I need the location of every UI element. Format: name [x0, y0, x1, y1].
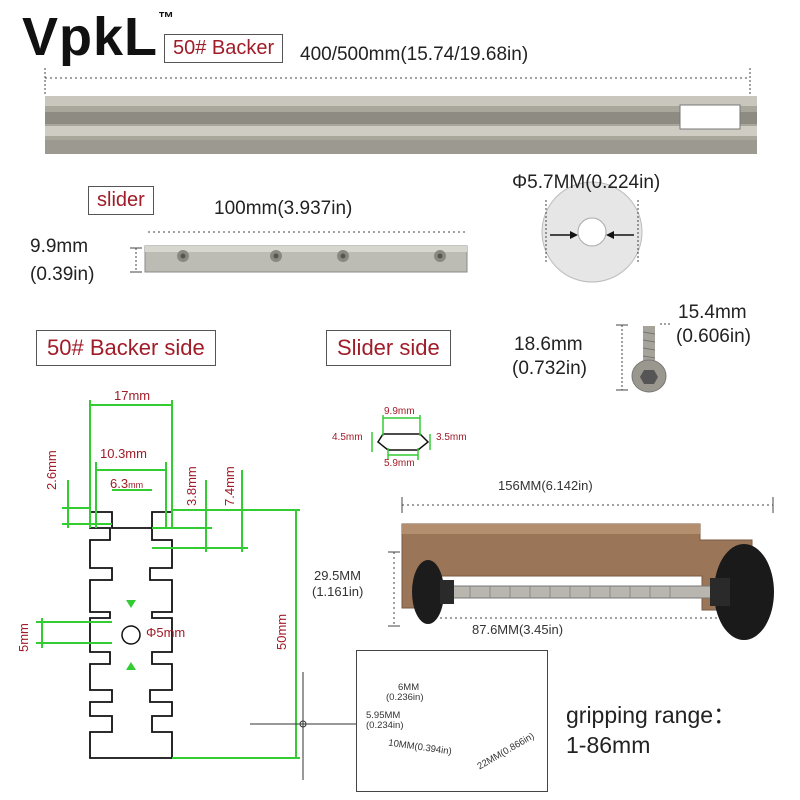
- gripping-range-label: gripping range：: [566, 702, 737, 728]
- washer-hole-label: Φ5.7MM(0.224in): [512, 172, 661, 193]
- inset-d1: 6MM: [398, 682, 420, 693]
- clamp-screw-length: 87.6MM(3.45in): [472, 622, 564, 637]
- clamp-dimension-lines: [388, 497, 774, 627]
- screw-length-mm: 18.6mm: [514, 334, 583, 355]
- backer-profile-dimensions: [36, 400, 300, 759]
- slider-height-in: (0.39in): [30, 264, 95, 285]
- profile-h2-6: 2.6mm: [44, 450, 59, 490]
- profile-h7-4: 7.4mm: [222, 466, 237, 506]
- clamp-height-mm: 29.5MM: [314, 568, 361, 583]
- clamp-width-label: 156MM(6.142in): [498, 478, 593, 493]
- slider-profile-top: 9.9mm: [384, 406, 415, 417]
- profile-w10-3: 10.3mm: [100, 446, 147, 461]
- profile-w6-3: 6.3mm: [110, 476, 144, 491]
- screw-length-in: (0.732in): [512, 358, 587, 379]
- trademark-symbol: ™: [158, 10, 176, 27]
- brand-logo: VpkL™: [22, 6, 175, 68]
- backer-dim-arrows: [126, 600, 136, 670]
- profile-h5: 5mm: [16, 623, 31, 652]
- slider-side-tag: Slider side: [326, 330, 451, 366]
- slider-length-label: 100mm(3.937in): [214, 198, 353, 219]
- clamp-image: [401, 523, 774, 640]
- screw-head-mm: 15.4mm: [678, 302, 747, 323]
- gripping-range-value: 1-86mm: [566, 732, 651, 758]
- backer-side-tag: 50# Backer side: [36, 330, 216, 366]
- backer-length-label: 400/500mm(15.74/19.68in): [300, 44, 529, 65]
- inset-detail-box: [356, 650, 548, 792]
- slider-dimension-lines: [130, 231, 468, 273]
- inset-d2: 5.95MM: [366, 710, 401, 721]
- washer-image: [541, 181, 643, 283]
- slider-profile-drawing: [371, 415, 431, 460]
- slider-profile-left: 4.5mm: [332, 432, 363, 443]
- slider-profile-bottom: 5.9mm: [384, 458, 415, 469]
- screw-head-in: (0.606in): [676, 326, 751, 347]
- profile-hole: Φ5mm: [146, 625, 186, 640]
- backer-tag: 50# Backer: [164, 34, 284, 63]
- center-crosshair: [250, 672, 356, 780]
- backer-dimension-line: [44, 68, 751, 96]
- profile-h3-8: 3.8mm: [184, 466, 199, 506]
- slider-bar-image: [144, 245, 468, 273]
- inset-d1-in: (0.236in): [386, 692, 424, 703]
- backer-rail-image: [45, 96, 757, 154]
- backer-profile-drawing: [89, 511, 173, 759]
- profile-h50: 50mm: [274, 613, 289, 650]
- profile-w17: 17mm: [114, 388, 151, 403]
- inset-d2-in: (0.234in): [366, 720, 404, 731]
- slider-tag: slider: [88, 186, 154, 215]
- screw-image: [616, 323, 672, 393]
- brand-name: VpkL: [22, 7, 159, 67]
- slider-profile-right: 3.5mm: [436, 432, 467, 443]
- clamp-height-in: (1.161in): [312, 584, 364, 599]
- slider-height-mm: 9.9mm: [30, 236, 89, 257]
